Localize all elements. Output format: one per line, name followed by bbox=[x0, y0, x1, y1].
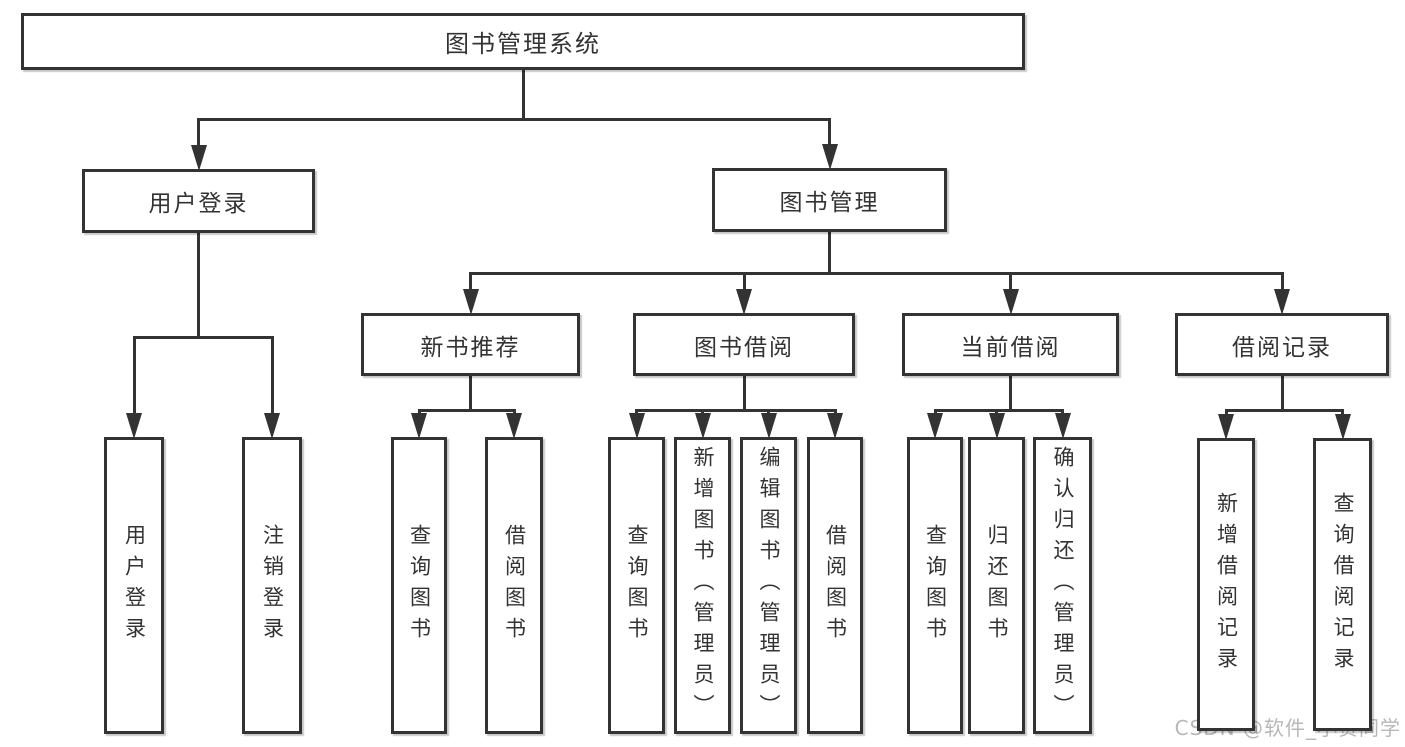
connector-branch-current-borrowing bbox=[933, 409, 1064, 412]
connector-stem-borrowing-records bbox=[1280, 375, 1284, 412]
arrow-down-icon bbox=[1218, 414, 1234, 440]
node-user-login: 用户登录 bbox=[82, 169, 315, 233]
arrow-down-icon bbox=[264, 413, 280, 439]
node-edit-books-admin: 编辑图书（管理员） bbox=[740, 437, 797, 734]
connector-stem-book-management bbox=[828, 231, 831, 275]
connector-stem-current-borrowing bbox=[1009, 375, 1012, 412]
connector-drop-user-login-action bbox=[132, 339, 136, 419]
connector-branch-user-login bbox=[132, 336, 274, 339]
node-book-borrowing: 图书借阅 bbox=[633, 313, 855, 376]
connector-drop-logout-action bbox=[270, 339, 274, 419]
connector-drop-user-login bbox=[197, 121, 200, 151]
arrow-down-icon bbox=[988, 413, 1005, 439]
connector-branch-book-borrowing bbox=[635, 409, 837, 412]
node-query-books-current: 查询图书 bbox=[907, 437, 963, 734]
node-borrow-books-borrowing: 借阅图书 bbox=[807, 437, 863, 734]
node-add-books-admin: 新增图书（管理员） bbox=[674, 437, 731, 734]
arrow-down-icon bbox=[190, 145, 207, 171]
arrow-down-icon bbox=[927, 413, 943, 439]
node-add-borrow-record: 新增借阅记录 bbox=[1197, 438, 1255, 731]
arrow-down-icon bbox=[1274, 289, 1290, 315]
node-new-book-recommend: 新书推荐 bbox=[361, 313, 580, 376]
node-library-system: 图书管理系统 bbox=[21, 13, 1025, 70]
connector-branch-book-management bbox=[469, 272, 1284, 275]
arrow-down-icon bbox=[736, 289, 752, 315]
connector-branch-borrowing-records bbox=[1224, 409, 1344, 412]
node-borrow-books-recommend: 借阅图书 bbox=[485, 437, 543, 734]
connector-stem-new-book-recommend bbox=[469, 375, 472, 412]
connector-drop-book-management bbox=[828, 121, 831, 150]
arrow-down-icon bbox=[126, 413, 142, 439]
arrow-down-icon bbox=[1334, 414, 1351, 440]
connector-stem-library-system bbox=[521, 69, 525, 121]
arrow-down-icon bbox=[506, 413, 522, 439]
arrow-down-icon bbox=[821, 144, 838, 170]
connector-drop-book-borrowing bbox=[742, 275, 746, 295]
arrow-down-icon bbox=[1002, 289, 1019, 315]
connector-drop-borrowing-records bbox=[1280, 275, 1284, 295]
arrow-down-icon bbox=[760, 413, 777, 439]
arrow-down-icon bbox=[462, 289, 479, 315]
node-borrowing-records: 借阅记录 bbox=[1175, 313, 1389, 376]
connector-drop-current-borrowing bbox=[1009, 275, 1012, 295]
node-confirm-return-admin: 确认归还（管理员） bbox=[1033, 437, 1092, 734]
connector-branch-library-system bbox=[197, 118, 831, 121]
arrow-down-icon bbox=[1054, 413, 1071, 439]
node-user-login-action: 用户登录 bbox=[104, 437, 164, 734]
node-logout-action: 注销登录 bbox=[242, 437, 302, 734]
node-query-books-borrowing: 查询图书 bbox=[608, 437, 665, 734]
node-return-books: 归还图书 bbox=[968, 437, 1025, 734]
node-query-books-recommend: 查询图书 bbox=[391, 437, 447, 734]
arrow-down-icon bbox=[628, 413, 645, 439]
node-query-borrow-record: 查询借阅记录 bbox=[1313, 438, 1372, 731]
arrow-down-icon bbox=[827, 413, 843, 439]
connector-branch-new-book-recommend bbox=[417, 409, 516, 412]
arrow-down-icon bbox=[694, 413, 711, 439]
connector-drop-new-book-recommend bbox=[469, 275, 472, 295]
connector-stem-book-borrowing bbox=[742, 375, 746, 412]
connector-stem-user-login bbox=[197, 232, 200, 339]
arrow-down-icon bbox=[411, 413, 427, 439]
node-book-management: 图书管理 bbox=[712, 168, 947, 232]
node-current-borrowing: 当前借阅 bbox=[902, 313, 1119, 376]
